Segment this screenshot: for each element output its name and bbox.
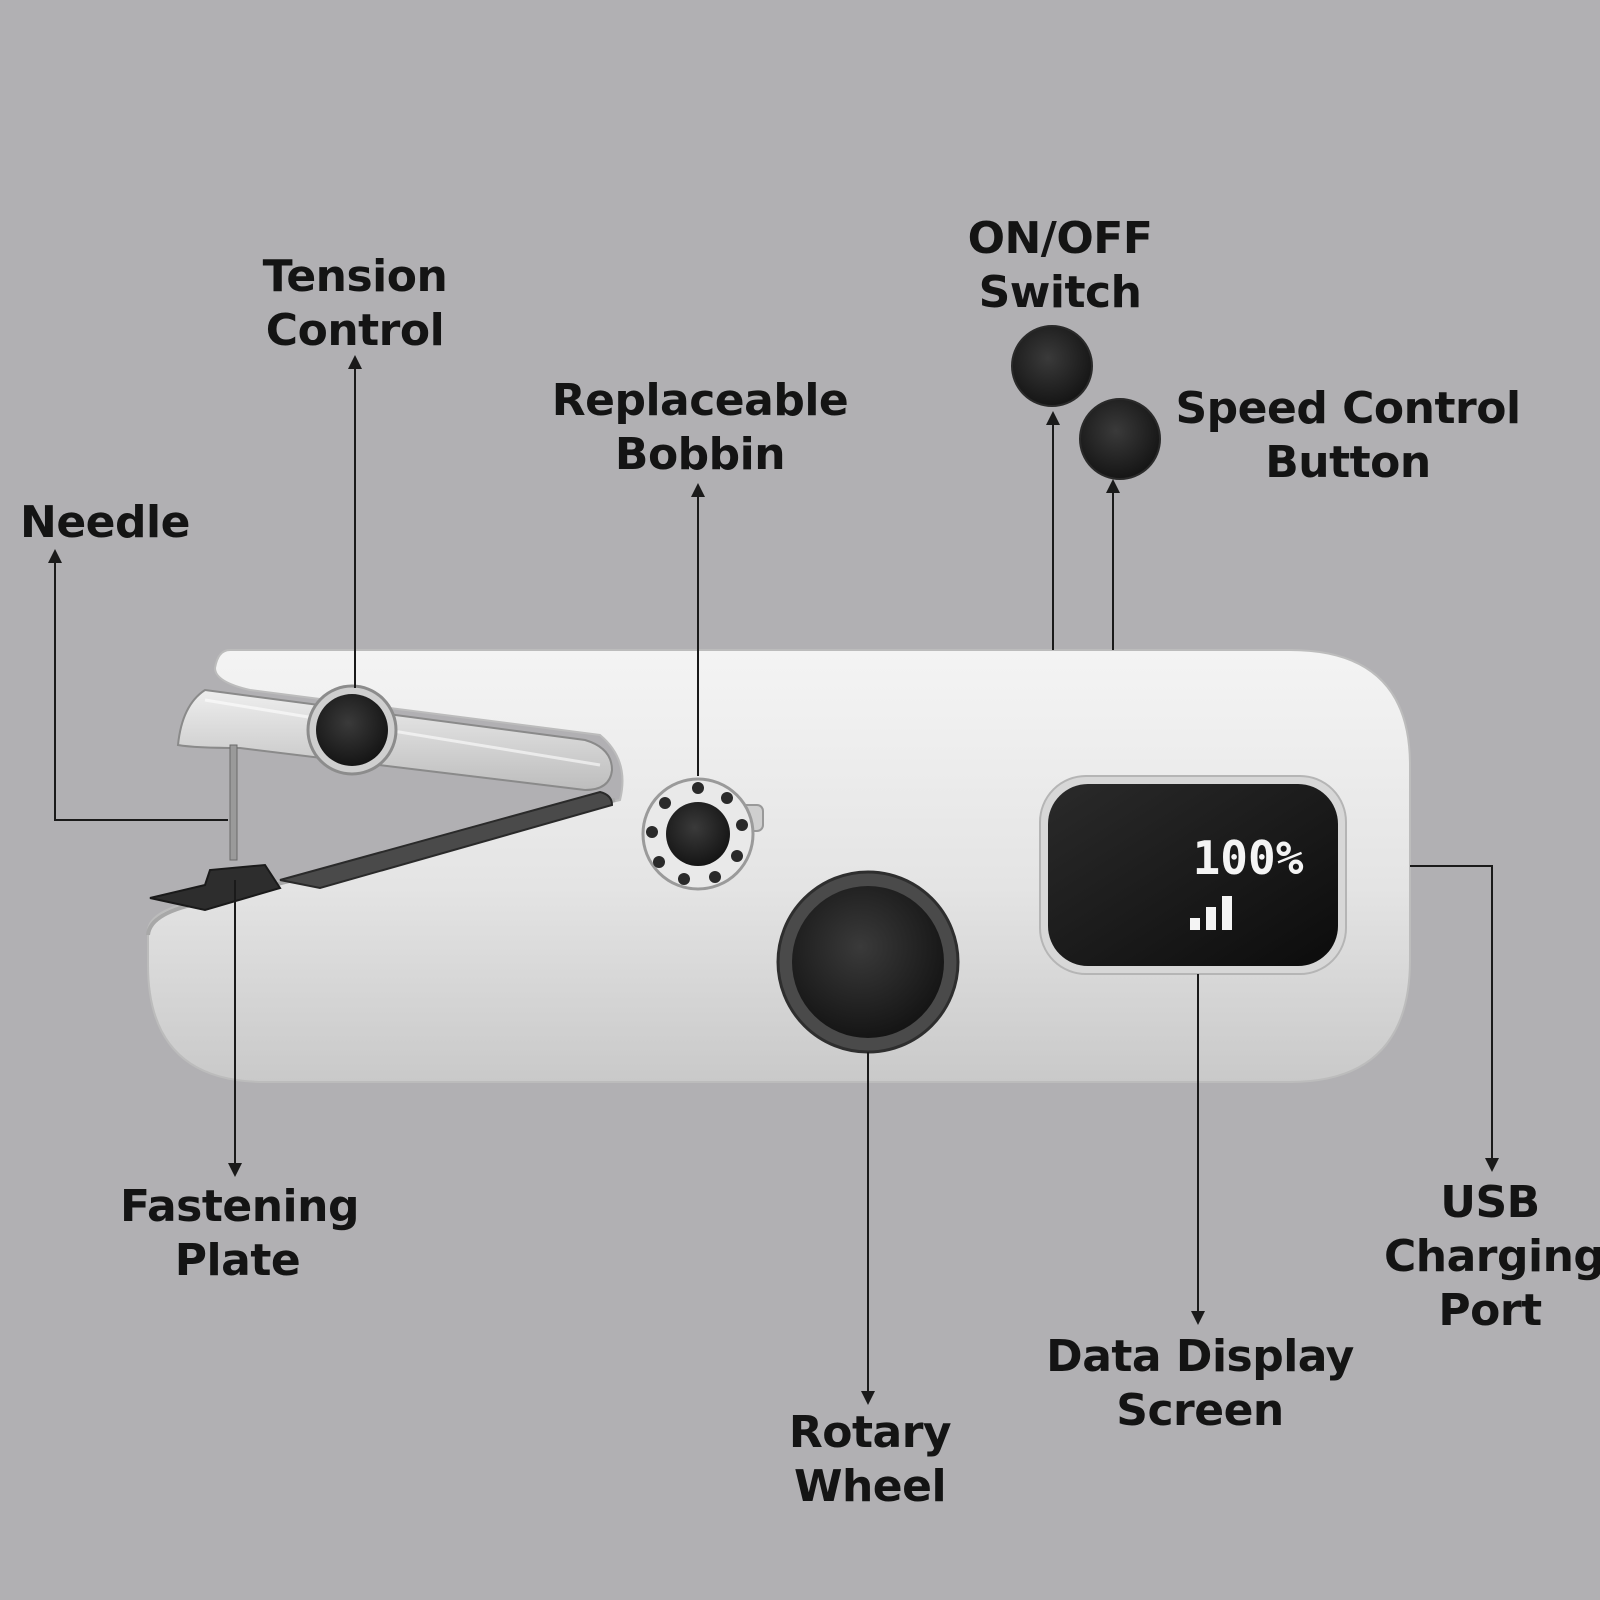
rotary-wheel-part[interactable] <box>776 870 960 1054</box>
fastening-plate-label: Fastening Plate <box>120 1181 359 1286</box>
on-off-switch-button[interactable] <box>1011 325 1093 407</box>
signal-bars-icon <box>1190 896 1232 930</box>
needle-label: Needle <box>20 497 190 548</box>
speed-control-button-part[interactable] <box>1079 398 1161 480</box>
lower-arm <box>279 790 614 890</box>
replaceable-bobbin-label: Replaceable Bobbin <box>551 375 849 480</box>
bobbin-part[interactable] <box>641 777 764 891</box>
tension-control-knob[interactable] <box>306 684 398 776</box>
rotary-wheel-label: Rotary Wheel <box>788 1407 952 1512</box>
leader-line-needle <box>48 549 228 821</box>
fastening-plate-part <box>149 863 282 912</box>
signal-bar <box>1222 896 1232 930</box>
usb-charging-port-label: USB Charging Port <box>1384 1177 1600 1336</box>
needle-part <box>229 744 238 861</box>
speed-control-button-label: Speed Control Button <box>1175 383 1521 488</box>
tension-control-label: Tension Control <box>262 251 448 356</box>
signal-bar <box>1206 907 1216 930</box>
signal-bar <box>1190 918 1200 930</box>
battery-level-text: 100% <box>1193 831 1304 885</box>
leader-line-usb <box>1410 865 1499 1172</box>
on-off-switch-label: ON/OFF Switch <box>967 213 1153 318</box>
data-display-screen-label: Data Display Screen <box>1046 1331 1354 1436</box>
data-display: 100% <box>1039 775 1347 975</box>
